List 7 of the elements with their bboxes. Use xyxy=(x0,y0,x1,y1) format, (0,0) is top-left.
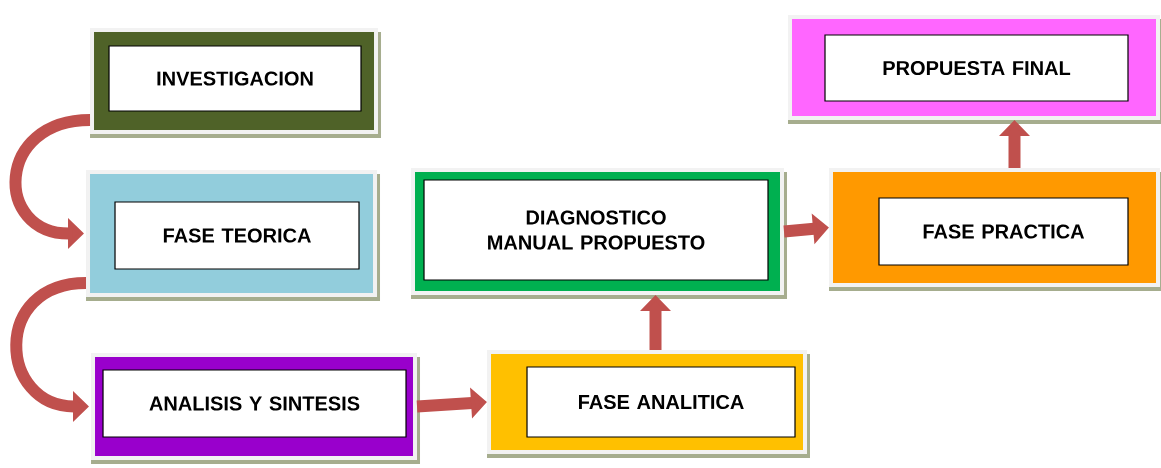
process-box: FASE TEORICA xyxy=(86,170,380,301)
process-box: FASE ANALITICA xyxy=(487,350,810,458)
process-box: DIAGNOSTICO MANUAL PROPUESTO xyxy=(411,168,787,299)
process-box: PROPUESTA FINAL xyxy=(788,15,1161,124)
process-box: INVESTIGACION xyxy=(90,28,381,138)
process-box: ANALISIS Y SINTESIS xyxy=(91,353,420,464)
process-box: FASE PRACTICA xyxy=(829,168,1161,291)
